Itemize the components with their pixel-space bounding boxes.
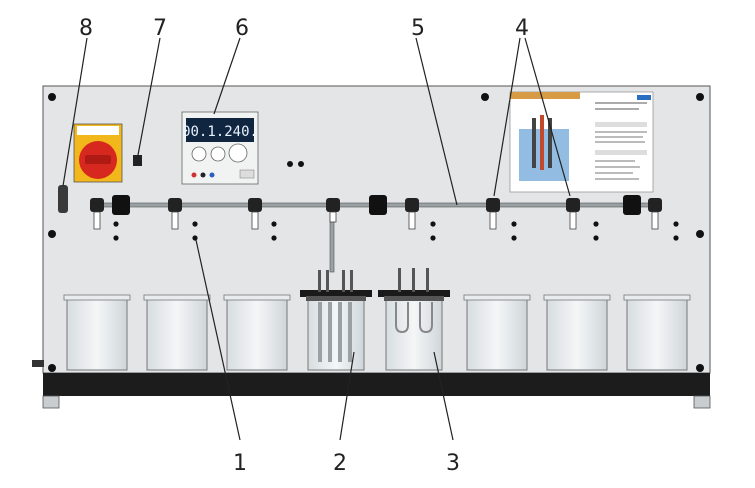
panel-holes bbox=[113, 221, 679, 241]
valve bbox=[486, 198, 500, 230]
beaker bbox=[143, 294, 211, 371]
power-supply-unit: 00.1.240. bbox=[181, 111, 259, 185]
valve bbox=[248, 198, 262, 230]
display-reading: 00.1.240. bbox=[182, 124, 258, 140]
test-vessel-electrodes bbox=[300, 270, 372, 371]
base-foot bbox=[42, 395, 60, 409]
panel-hole bbox=[298, 161, 304, 167]
panel-screw bbox=[48, 93, 56, 101]
panel-screw bbox=[48, 230, 56, 238]
panel-screw bbox=[696, 93, 704, 101]
callout-3: 3 bbox=[446, 451, 460, 476]
beaker bbox=[463, 294, 531, 371]
pipe-coupling bbox=[112, 195, 130, 215]
base-rail bbox=[43, 373, 710, 396]
toggle-switch bbox=[133, 155, 142, 166]
panel-screw bbox=[696, 364, 704, 372]
panel-screw bbox=[48, 364, 56, 372]
test-vessel-heater bbox=[378, 268, 450, 371]
valve bbox=[566, 198, 580, 230]
callout-5: 5 bbox=[411, 16, 425, 41]
beaker bbox=[543, 294, 611, 371]
base-foot bbox=[693, 395, 711, 409]
valve bbox=[648, 198, 662, 230]
beaker bbox=[63, 294, 131, 371]
pipe-coupling bbox=[623, 195, 641, 215]
callout-6: 6 bbox=[235, 16, 249, 41]
callout-7: 7 bbox=[153, 16, 167, 41]
callout-8: 8 bbox=[79, 16, 93, 41]
pipe-coupling bbox=[369, 195, 387, 215]
callout-1: 1 bbox=[233, 451, 247, 476]
main-switch bbox=[73, 123, 123, 183]
leader-lines bbox=[62, 37, 571, 441]
valve bbox=[90, 198, 104, 230]
beaker bbox=[623, 294, 691, 371]
valve-row bbox=[90, 198, 662, 230]
panel-screw bbox=[696, 230, 704, 238]
valve bbox=[405, 198, 419, 230]
callout-2: 2 bbox=[333, 451, 347, 476]
callout-4: 4 bbox=[515, 16, 529, 41]
beaker bbox=[223, 294, 291, 371]
panel-hole bbox=[287, 161, 293, 167]
panel-screw bbox=[481, 93, 489, 101]
valve bbox=[168, 198, 182, 230]
drain-connector bbox=[32, 360, 44, 367]
valve bbox=[326, 198, 340, 223]
tap-assembly bbox=[58, 185, 68, 213]
information-sheet bbox=[509, 91, 654, 193]
